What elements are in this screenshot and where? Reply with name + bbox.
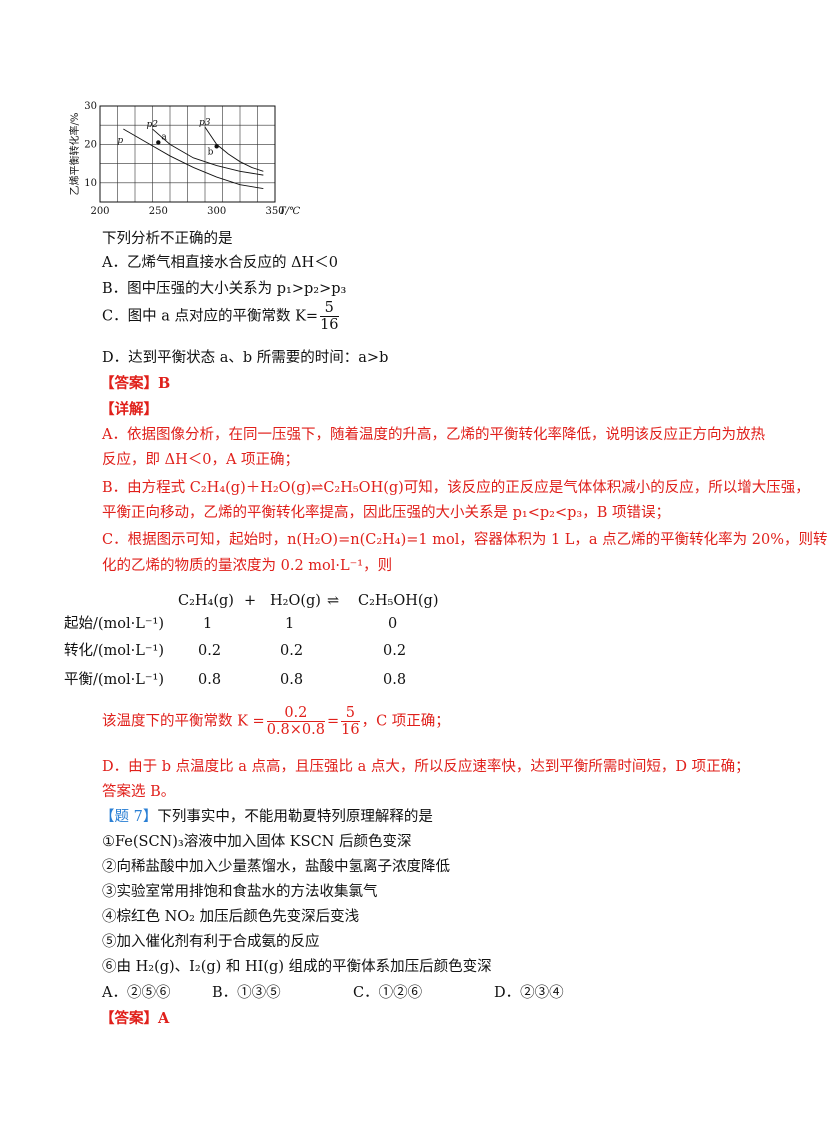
point-label-a: a (161, 132, 167, 142)
q7-option-c: C．①②⑥ (353, 985, 423, 1001)
k-calc-numerator: 0.2 (266, 705, 325, 722)
choose-answer: 答案选 B。 (102, 784, 176, 800)
detail-label: 【详解】 (100, 401, 158, 418)
x-tick-label: 200 (90, 206, 109, 217)
row-label-initial: 起始/(mol·L⁻¹) (64, 616, 165, 632)
k-label: 该温度下的平衡常数 K = (102, 713, 265, 730)
statement-3: ③实验室常用排饱和食盐水的方法收集氯气 (102, 884, 378, 900)
conversion-chart: 200 250 300 350 30 20 10T/℃ 乙烯平衡转化率/% p p2 p3 a b (68, 101, 300, 217)
q7-option-b: B．①③⑤ (212, 985, 281, 1001)
y-tick-label: 20 (84, 139, 97, 150)
y-axis-label: 乙烯平衡转化率/% (68, 113, 81, 196)
statement-1: ①Fe(SCN)₃溶液中加入固体 KSCN 后颜色变深 (102, 834, 412, 850)
q7-option-a: A．②⑤⑥ (102, 985, 171, 1001)
cell: 0.2 (280, 643, 304, 659)
statement-2: ②向稀盐酸中加入少量蒸馏水，盐酸中氢离子浓度降低 (102, 859, 450, 875)
header-h2o: H₂O(g) (270, 593, 321, 609)
k-conclusion: ，C 项正确； (361, 713, 450, 730)
cell: 0 (388, 616, 398, 632)
explain-a-line1: A．依据图像分析，在同一压强下，随着温度的升高，乙烯的平衡转化率降低，说明该反应… (102, 427, 765, 443)
header-equilibrium-arrow: ⇌ (327, 593, 340, 609)
answer-label: 【答案】B (100, 375, 171, 392)
x-tick-label: 250 (149, 206, 168, 217)
x-axis-label: T/℃ (279, 206, 300, 217)
cell: 0.2 (383, 643, 407, 659)
series-label-p3: p3 (199, 118, 211, 128)
series-line-p (123, 128, 264, 190)
cell: 0.2 (198, 643, 222, 659)
statement-4: ④棕红色 NO₂ 加压后颜色先变深后变浅 (102, 909, 360, 925)
option-c-text: C．图中 a 点对应的平衡常数 K= (102, 308, 319, 325)
explain-b-line2: 平衡正向移动，乙烯的平衡转化率提高，因此压强的大小关系是 p₁<p₂<p₃，B … (102, 505, 670, 521)
row-label-change: 转化/(mol·L⁻¹) (64, 643, 165, 659)
y-tick-label: 30 (84, 101, 97, 112)
statement-5: ⑤加入催化剂有利于合成氨的反应 (102, 934, 320, 950)
question-7-stem: 【题 7】下列事实中，不能用勒夏特列原理解释的是 (100, 807, 433, 827)
option-d: D．达到平衡状态 a、b 所需要的时间：a>b (102, 350, 389, 366)
k-result-denominator: 16 (341, 722, 360, 738)
x-tick-label: 350 (265, 206, 284, 217)
k-result-numerator: 5 (341, 705, 360, 722)
question-7-text: 下列事实中，不能用勒夏特列原理解释的是 (157, 809, 433, 825)
y-tick-label: 10 (84, 178, 97, 189)
cell: 0.8 (280, 672, 304, 688)
explain-b-line1: B．由方程式 C₂H₄(g)＋H₂O(g)⇌C₂H₅OH(g)可知，该反应的正反… (102, 480, 810, 496)
answer-label-q7: 【答案】A (100, 1010, 170, 1027)
explain-c-line1: C．根据图示可知，起始时，n(H₂O)=n(C₂H₄)=1 mol，容器体积为 … (102, 532, 828, 548)
explain-c-line2: 化的乙烯的物质的量浓度为 0.2 mol·L⁻¹，则 (102, 558, 393, 574)
option-b: B．图中压强的大小关系为 p₁>p₂>p₃ (102, 281, 347, 297)
header-c2h5oh: C₂H₅OH(g) (358, 593, 439, 609)
row-label-equilibrium: 平衡/(mol·L⁻¹) (64, 672, 165, 688)
k-calc-denominator: 0.8×0.8 (266, 722, 325, 738)
point-a (156, 140, 161, 145)
question-7-tag: 【题 7】 (100, 809, 158, 825)
cell: 1 (203, 616, 213, 632)
explain-a-line2: 反应，即 ΔH＜0，A 项正确； (102, 452, 300, 468)
k-denominator: 16 (320, 317, 339, 333)
option-a: A．乙烯气相直接水合反应的 ΔH＜0 (102, 255, 338, 271)
header-c2h4: C₂H₄(g) (178, 593, 234, 609)
x-tick-label: 300 (207, 206, 226, 217)
header-plus: + (244, 593, 257, 609)
series-label-p: p (117, 136, 123, 146)
series-line-p2 (152, 128, 264, 176)
k-equals: = (326, 713, 340, 730)
point-b (214, 144, 219, 149)
explain-d: D．由于 b 点温度比 a 点高，且压强比 a 点大，所以反应速率快，达到平衡所… (102, 759, 750, 775)
cell: 0.8 (198, 672, 222, 688)
plot-frame (99, 105, 276, 203)
k-numerator: 5 (320, 300, 339, 317)
q7-option-d: D．②③④ (494, 985, 564, 1001)
question-stem: 下列分析不正确的是 (102, 231, 233, 247)
series-line-p3 (204, 126, 264, 172)
series-label-p2: p2 (147, 120, 159, 130)
point-label-b: b (208, 147, 214, 157)
cell: 0.8 (383, 672, 407, 688)
statement-6: ⑥由 H₂(g)、I₂(g) 和 HI(g) 组成的平衡体系加压后颜色变深 (102, 959, 492, 975)
cell: 1 (285, 616, 295, 632)
